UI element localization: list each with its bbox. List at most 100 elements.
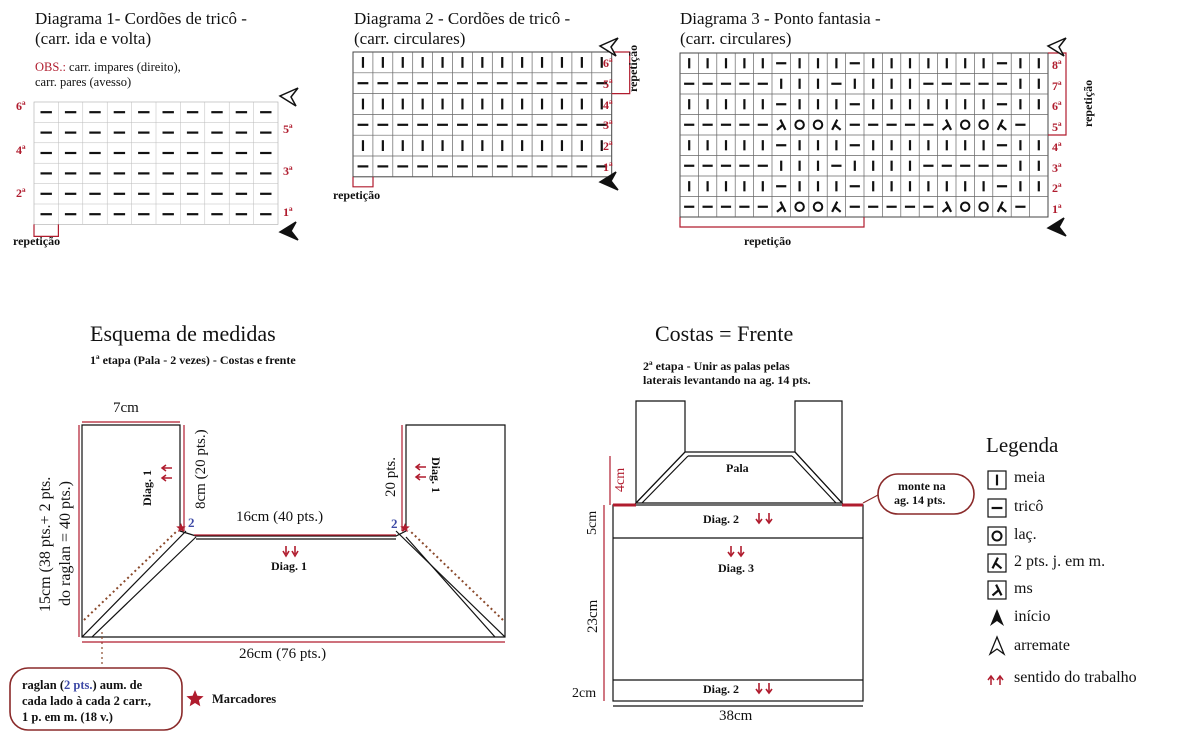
- legend-sentido: sentido do trabalho: [1014, 669, 1137, 686]
- legend-ms: ms: [1014, 580, 1033, 597]
- d1-row-label: 6ª: [16, 99, 26, 113]
- row-label: 8ª: [1052, 58, 1062, 72]
- row-label: 3ª: [1052, 160, 1062, 175]
- d3-repeat-side-label: repetição: [1081, 79, 1095, 127]
- raglan-dots: [408, 529, 504, 621]
- ssk-symbol: [941, 201, 953, 213]
- direction-arrow-icon: [160, 464, 172, 482]
- raglan-note-line3: 1 p. em m. (18 v.): [22, 710, 113, 724]
- pala-inner-line: [641, 455, 689, 504]
- legend-meia: meia: [1014, 469, 1046, 486]
- raglan-line: [405, 536, 496, 638]
- marker-star-icon: [400, 523, 410, 532]
- yarn-over-symbol: [794, 119, 805, 130]
- row-label: 2ª: [1052, 181, 1062, 195]
- medidas-title: Esquema de medidas: [90, 321, 276, 346]
- d1-row-label: 3ª: [283, 164, 293, 178]
- finish-arrow-icon: [598, 37, 619, 57]
- finish-arrow-icon: [278, 87, 299, 107]
- direction-arrow-icon-head: [727, 551, 735, 558]
- d3-repeat-side-bracket: [1048, 52, 1067, 136]
- diag3-label: Diag. 3: [718, 561, 754, 575]
- left-height-label-2: do raglan = 40 pts.): [57, 481, 74, 606]
- row-label: 1ª: [603, 160, 613, 174]
- direction-arrow-icon-head: [987, 674, 995, 681]
- bottom-width-label: 26cm (76 pts.): [239, 646, 327, 662]
- raglan-note-bubble: [9, 667, 183, 731]
- costas-subtitle-1: 2ª etapa - Unir as palas pelas: [643, 359, 790, 373]
- yarn-over-symbol: [959, 119, 971, 130]
- start-arrow-icon: [1046, 217, 1067, 237]
- d2-repeat-bracket: [352, 176, 374, 188]
- k2tog-symbol: [996, 119, 1007, 131]
- row-label: 2ª: [603, 139, 613, 154]
- d1-row-label: 1ª: [283, 205, 293, 219]
- yarn-over-symbol: [959, 201, 971, 212]
- obs-text: carr. impares (direito),: [65, 60, 181, 74]
- legend-2pts: 2 pts. j. em m.: [1014, 553, 1106, 570]
- k2tog-symbol: [996, 201, 1007, 213]
- raglan-mark-left: 2: [188, 515, 195, 530]
- direction-arrow-icon-head: [737, 551, 745, 558]
- yarn-over-symbol: [794, 201, 805, 212]
- raglan-note-pts: 2 pts.: [64, 678, 93, 692]
- center-width-label: 16cm (40 pts.): [236, 509, 324, 525]
- medidas-subtitle: 1ª etapa (Pala - 2 vezes) - Costas e fre…: [90, 353, 296, 367]
- diag2-bottom-label: Diag. 2: [703, 682, 739, 696]
- yarn-over-symbol: [812, 201, 824, 212]
- diag2-top-label: Diag. 2: [703, 512, 739, 526]
- row-label: 5ª: [603, 76, 613, 91]
- yoke-outline: [81, 424, 506, 638]
- top-width-label: 7cm: [113, 400, 139, 416]
- yarn-over-symbol: [978, 201, 989, 212]
- height-5cm-label: 5cm: [585, 510, 600, 535]
- raglan-note-c: ) aum. de: [92, 678, 143, 692]
- diagram3-title: Diagrama 3 - Ponto fantasia -: [680, 9, 881, 28]
- pala-center: [634, 451, 844, 504]
- row-label: 1ª: [1052, 201, 1062, 216]
- yarn-over-symbol: [991, 530, 1003, 542]
- diagram3-subtitle: (carr. circulares): [680, 29, 792, 48]
- left-height-label-1: 15cm (38 pts.+ 2 pts.: [37, 476, 54, 612]
- direction-arrow-icon: [414, 463, 426, 481]
- d2-repeat-label: repetição: [333, 188, 381, 202]
- raglan-mark-right: 2: [391, 516, 398, 531]
- k2tog-symbol: [831, 201, 842, 213]
- row-label: 3ª: [603, 118, 613, 133]
- raglan-note-line2: cada lado à cada 2 carr.,: [22, 694, 152, 708]
- raglan-line: [91, 536, 197, 638]
- direction-arrow-icon-head: [291, 550, 299, 558]
- d2-repeat-side-label: repetição: [626, 44, 640, 92]
- row-label: 4ª: [603, 97, 613, 112]
- legend-title: Legenda: [986, 433, 1059, 457]
- finish-arrow-icon: [988, 635, 1006, 656]
- pala-left-strap: [635, 400, 686, 505]
- raglan-dots: [83, 529, 179, 621]
- direction-arrow-icon-head: [765, 688, 773, 695]
- diag-right-label: Diag. 1: [429, 457, 443, 493]
- costas-subtitle-2: laterais levantando na ag. 14 pts.: [643, 373, 811, 387]
- row-label: 6ª: [1052, 99, 1062, 113]
- legend-trico: tricô: [1014, 498, 1044, 515]
- ssk-symbol: [991, 584, 1003, 597]
- legend-inicio: início: [1014, 608, 1051, 625]
- row-label: 4ª: [1052, 140, 1062, 154]
- diagram2-title: Diagrama 2 - Cordões de tricô -: [354, 9, 571, 28]
- markers-label: Marcadores: [212, 692, 277, 706]
- d1-row-label: 2ª: [16, 186, 26, 200]
- diag-center-label: Diag. 1: [271, 559, 307, 573]
- monte-line1: monte na: [898, 479, 946, 493]
- legend-box: [987, 580, 1007, 600]
- raglan-line: [81, 530, 187, 638]
- raglan-note-line1: raglan (2 pts.) aum. de: [22, 678, 142, 693]
- pala-label: Pala: [726, 461, 749, 475]
- diagram2-subtitle: (carr. circulares): [354, 29, 466, 48]
- legend-lac: laç.: [1014, 526, 1037, 543]
- body-rect: [612, 504, 864, 702]
- ssk-symbol: [941, 119, 953, 131]
- d1-repeat-label: repetição: [13, 234, 61, 248]
- k2tog-symbol: [991, 557, 1003, 570]
- finish-arrow-icon: [1046, 37, 1067, 57]
